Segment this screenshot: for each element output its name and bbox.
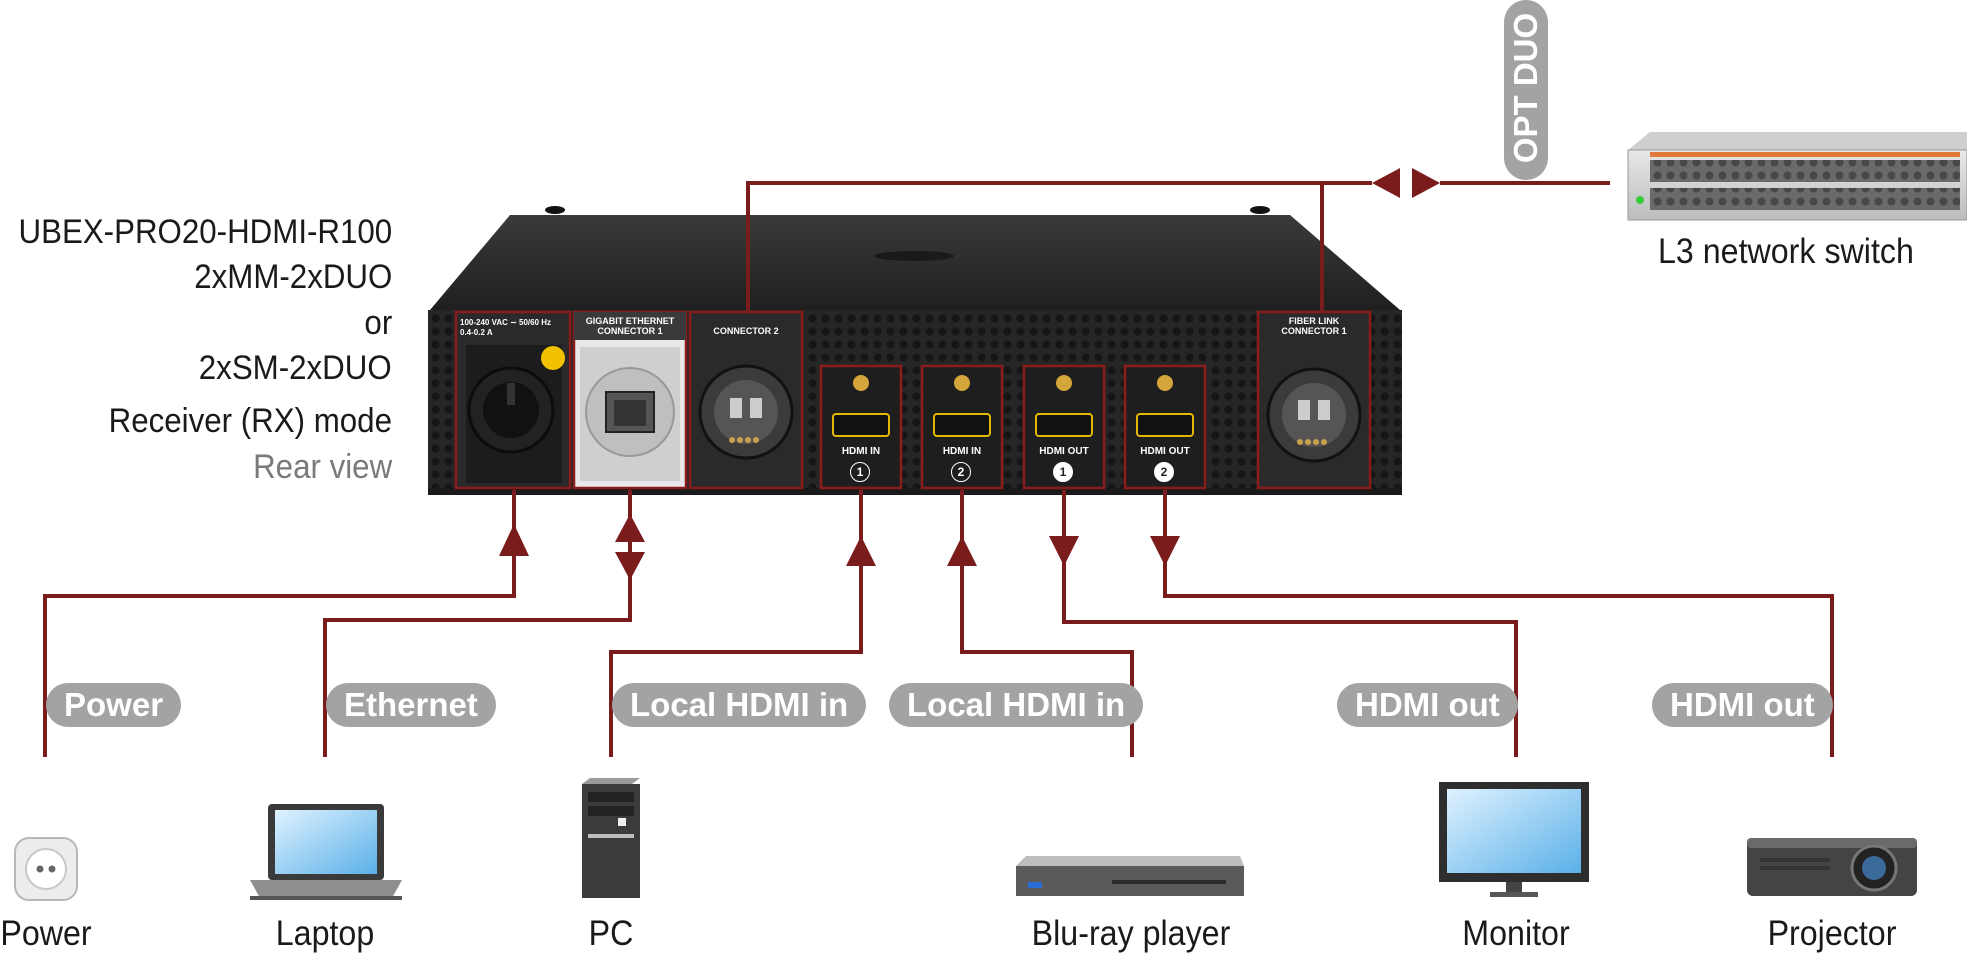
arrow-fiber-left [1372,168,1400,198]
bluray-player-device [1016,856,1244,896]
device-label-power: Power [0,914,92,953]
monitor-device [1439,782,1589,897]
arrow-power-in [499,524,529,556]
power-spec-text: 100-240 VAC ∼ 50/60 Hz [460,318,552,327]
opt-duo-label: OPT DUO [1507,12,1544,164]
device-label-bluray: Blu-ray player [1031,914,1231,953]
network-switch-device [1627,132,1967,221]
ethernet-sub-text: CONNECTOR 1 [597,326,663,336]
cable-pill-hdmi-out-1: HDMI out [1337,683,1518,727]
pc-tower-device [582,778,640,898]
device-label-laptop: Laptop [275,914,375,953]
projector-device [1747,838,1917,896]
opt-duo-pill [1504,0,1548,180]
arrow-hdmi-out-2 [1150,536,1180,566]
ethernet-title-text: GIGABIT ETHERNET [585,316,675,326]
power-socket-device [14,837,78,901]
hdmi-in-2-label: HDMI IN [942,446,982,457]
fiber-port-label: FIBER LINK CONNECTOR 1 [1260,316,1368,336]
device-label-monitor: Monitor [1462,914,1570,953]
device-variant-or: or [364,304,392,342]
fiber-sub-text: CONNECTOR 1 [1281,326,1347,336]
switch-label: L3 network switch [1658,232,1914,271]
hdmi-in-2-port [920,364,1004,490]
view-label: Rear view [252,448,392,486]
arrow-hdmi-out-1 [1049,536,1079,566]
device-label-pc: PC [588,914,634,953]
hdmi-in-1-label: HDMI IN [841,446,881,457]
power-port-label: 100-240 VAC ∼ 50/60 Hz 0.4-0.2 A [460,318,570,338]
cable-pill-power: Power [46,683,182,727]
arrow-hdmi-in-2 [947,536,977,566]
connector2-port [688,310,804,490]
arrow-hdmi-in-1 [846,536,876,566]
ethernet-port-label: GIGABIT ETHERNET CONNECTOR 1 [576,316,684,336]
device-variant-sm: 2xSM-2xDUO [199,349,392,387]
opt-duo-label-box: OPT DUO [1504,0,1548,180]
hdmi-out-1-number: 1 [1053,462,1073,482]
device-label-projector: Projector [1767,914,1897,953]
power-port [454,310,572,490]
hdmi-out-1-port [1022,364,1106,490]
device-mode: Receiver (RX) mode [108,402,392,440]
cable-pill-ethernet: Ethernet [326,683,496,727]
arrow-ethernet-up [615,514,645,542]
hdmi-in-2-number: 2 [951,462,971,482]
hdmi-out-2-number: 2 [1154,462,1174,482]
cable-pill-hdmi-out-2: HDMI out [1652,683,1833,727]
arrow-ethernet-down [615,552,645,580]
hdmi-out-1-label: HDMI OUT [1039,446,1089,457]
device-variant-mm: 2xMM-2xDUO [193,258,392,296]
cable-pill-local-hdmi-1: Local HDMI in [612,683,867,727]
hdmi-in-1-number: 1 [850,462,870,482]
device-model: UBEX-PRO20-HDMI-R100 [18,213,392,251]
cable-pill-local-hdmi-2: Local HDMI in [889,683,1144,727]
hdmi-out-2-label: HDMI OUT [1140,446,1190,457]
ethernet-port [572,310,688,490]
connector2-label: CONNECTOR 2 [713,326,779,336]
fiber-title-text: FIBER LINK [1288,316,1340,326]
power-current-text: 0.4-0.2 A [460,328,493,337]
arrow-fiber-right [1412,168,1440,198]
direction-arrows [499,168,1440,580]
fiber-connector-port [1256,310,1372,490]
laptop-device [250,804,402,900]
